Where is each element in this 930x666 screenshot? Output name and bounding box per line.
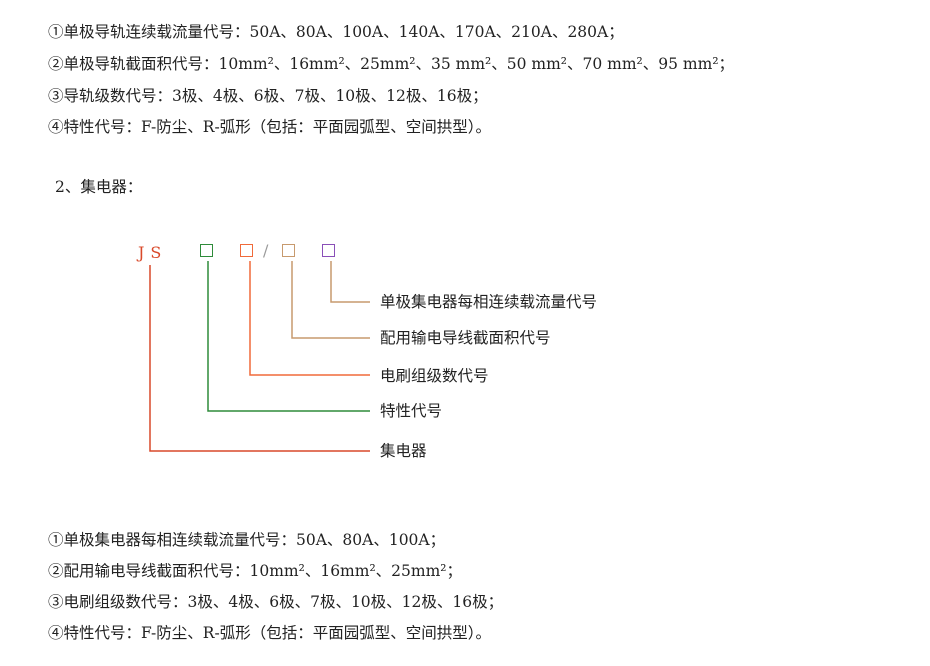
section-heading: 2、集电器： <box>55 178 143 196</box>
slash: / <box>263 241 269 260</box>
brush-count-box <box>240 244 253 257</box>
section-connector <box>291 261 370 339</box>
label-section: 配用输电导线截面积代号 <box>380 329 551 347</box>
js-connector <box>149 265 370 452</box>
collector-item-3: ③电刷组级数代号：3极、4极、6极、7极、10极、12极、16极； <box>48 593 504 611</box>
prefix-js: JS <box>138 243 168 262</box>
collector-item-2: ②配用输电导线截面积代号：10mm²、16mm²、25mm²； <box>48 562 462 580</box>
characteristic-connector <box>207 261 370 412</box>
label-characteristic: 特性代号 <box>380 402 443 420</box>
label-current: 单极集电器每相连续载流量代号 <box>380 293 598 311</box>
brush-connector <box>249 261 370 376</box>
characteristic-box <box>200 244 213 257</box>
rail-item-3: ③导轨级数代号：3极、4极、6极、7极、10极、12极、16极； <box>48 87 488 105</box>
current-connector <box>330 261 370 303</box>
section-box <box>282 244 295 257</box>
current-box <box>322 244 335 257</box>
collector-item-4: ④特性代号：F-防尘、R-弧形（包括：平面园弧型、空间拱型）。 <box>48 624 491 642</box>
label-brush-count: 电刷组级数代号 <box>380 367 489 385</box>
rail-item-1: ①单极导轨连续载流量代号：50A、80A、100A、140A、170A、210A… <box>48 23 624 41</box>
collector-item-1: ①单极集电器每相连续载流量代号：50A、80A、100A； <box>48 531 446 549</box>
rail-item-4: ④特性代号：F-防尘、R-弧形（包括：平面园弧型、空间拱型）。 <box>48 118 491 136</box>
rail-item-2: ②单极导轨截面积代号：10mm²、16mm²、25mm²、35 mm²、50 m… <box>48 55 735 73</box>
label-collector: 集电器 <box>380 442 427 460</box>
